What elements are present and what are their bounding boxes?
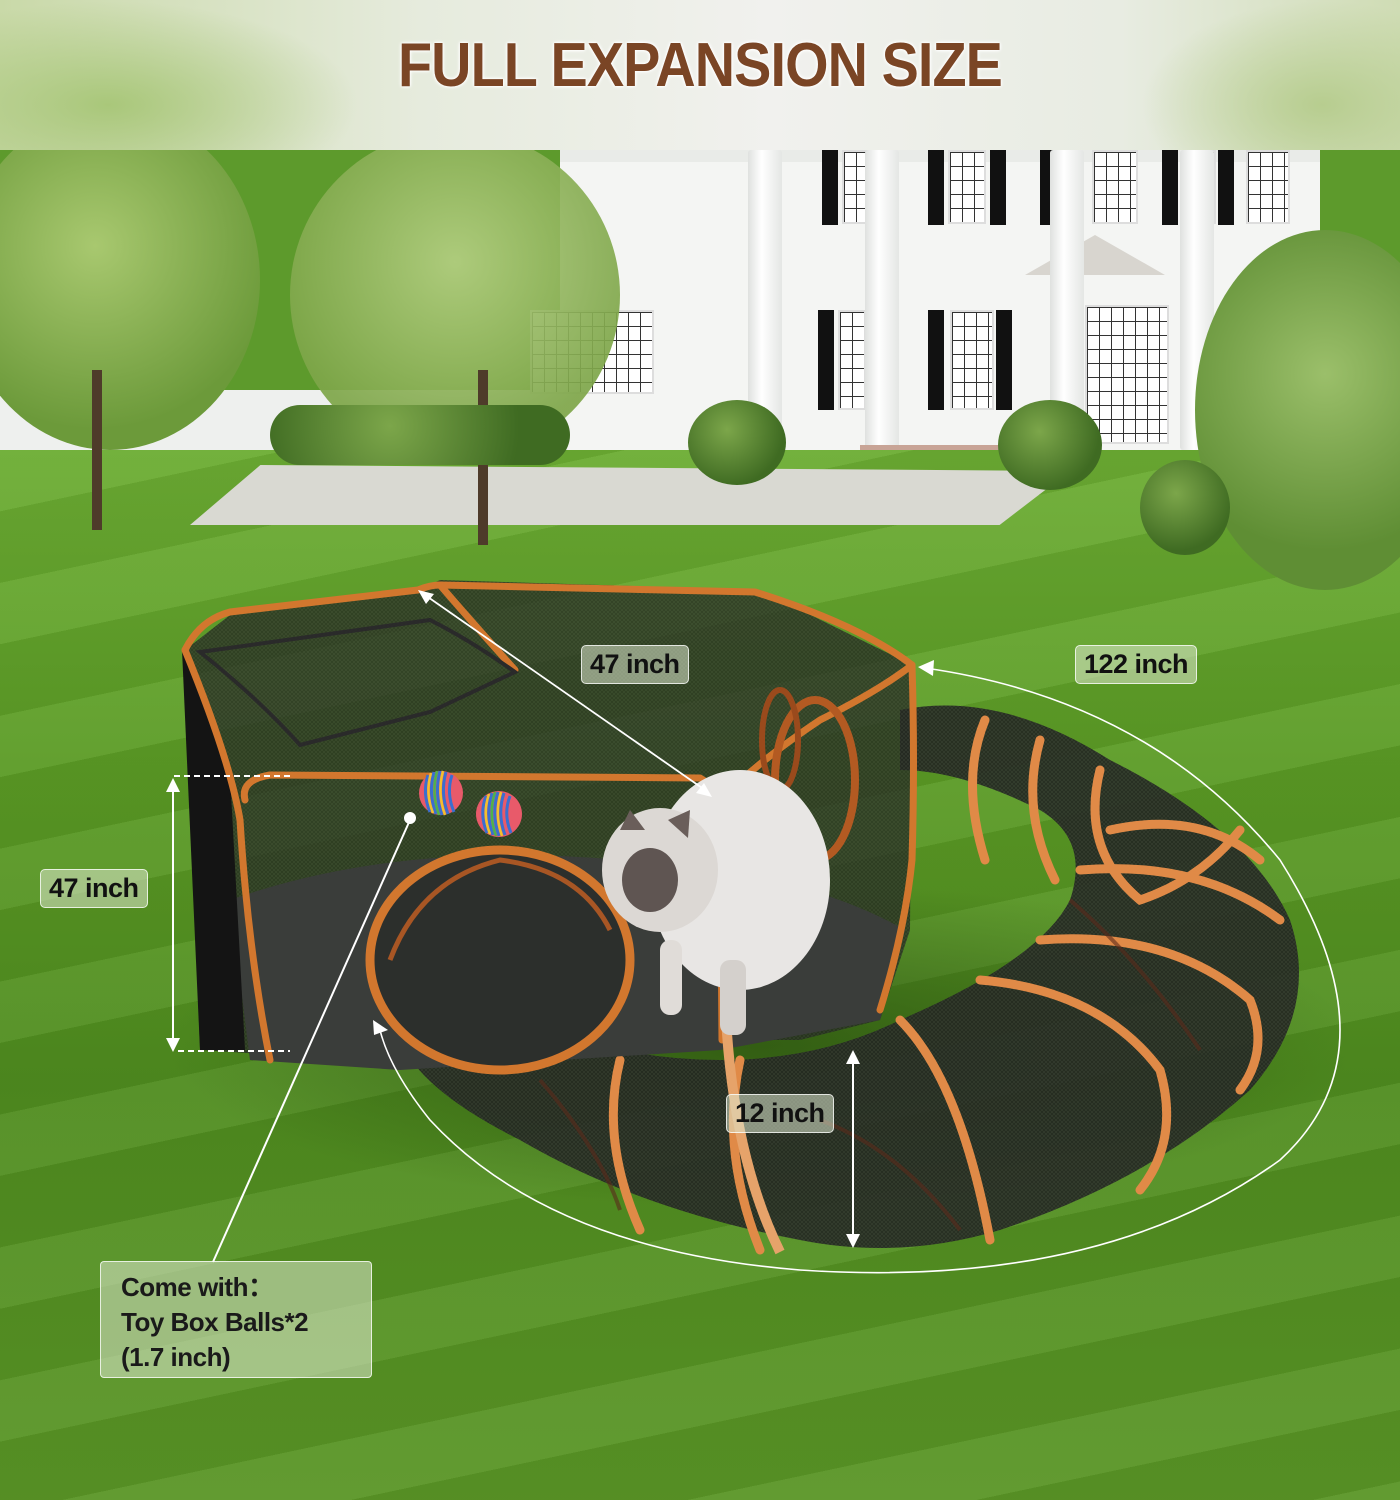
column bbox=[748, 150, 782, 450]
shutter bbox=[928, 150, 944, 225]
height-arrow bbox=[166, 775, 290, 1052]
shutter bbox=[990, 150, 1006, 225]
tunnel-diameter-arrow bbox=[846, 1050, 860, 1248]
shutter bbox=[822, 150, 838, 225]
tunnel-diameter-dimension-label: 12 inch bbox=[726, 1094, 834, 1133]
window bbox=[842, 150, 870, 224]
shrub bbox=[998, 400, 1102, 490]
window bbox=[948, 150, 986, 224]
driveway bbox=[190, 465, 1070, 525]
shrub bbox=[688, 400, 786, 485]
tunnel-length-dimension-label: 122 inch bbox=[1075, 645, 1198, 684]
door-pediment bbox=[1025, 235, 1165, 275]
tunnel-length-arc bbox=[373, 660, 1341, 1274]
shutter bbox=[1218, 150, 1234, 225]
shutter bbox=[818, 310, 834, 410]
background-tree-blur-right bbox=[1140, 0, 1400, 150]
hedge bbox=[270, 405, 570, 465]
toy-ball bbox=[419, 770, 463, 816]
mesh-tunnel bbox=[400, 705, 1299, 1255]
accessory-note-size: (1.7 inch) bbox=[121, 1342, 231, 1372]
shutter bbox=[1162, 150, 1178, 225]
window bbox=[950, 310, 994, 410]
tree-trunk bbox=[92, 370, 102, 530]
shutter bbox=[996, 310, 1012, 410]
window bbox=[1246, 150, 1290, 224]
tree bbox=[1195, 230, 1400, 590]
page-title: FULL EXPANSION SIZE bbox=[397, 31, 1003, 100]
toy-ball bbox=[476, 791, 522, 837]
column bbox=[865, 150, 899, 450]
cat bbox=[602, 770, 830, 1035]
toy-balls bbox=[419, 770, 522, 837]
background-tree-blur-left bbox=[0, 0, 360, 150]
french-door bbox=[1085, 305, 1169, 444]
width-arrow bbox=[418, 590, 712, 797]
accessory-note: Come with： Toy Box Balls*2 (1.7 inch) bbox=[100, 1261, 372, 1378]
shrub bbox=[1140, 460, 1230, 555]
accessory-note-item: Toy Box Balls*2 bbox=[121, 1307, 309, 1337]
dimension-lines bbox=[166, 590, 1341, 1274]
height-dimension-label: 47 inch bbox=[40, 869, 148, 908]
shutter bbox=[928, 310, 944, 410]
width-dimension-label: 47 inch bbox=[581, 645, 689, 684]
accessory-note-heading: Come with： bbox=[121, 1272, 274, 1302]
window bbox=[1092, 150, 1138, 224]
accessory-callout-line bbox=[212, 812, 416, 1263]
